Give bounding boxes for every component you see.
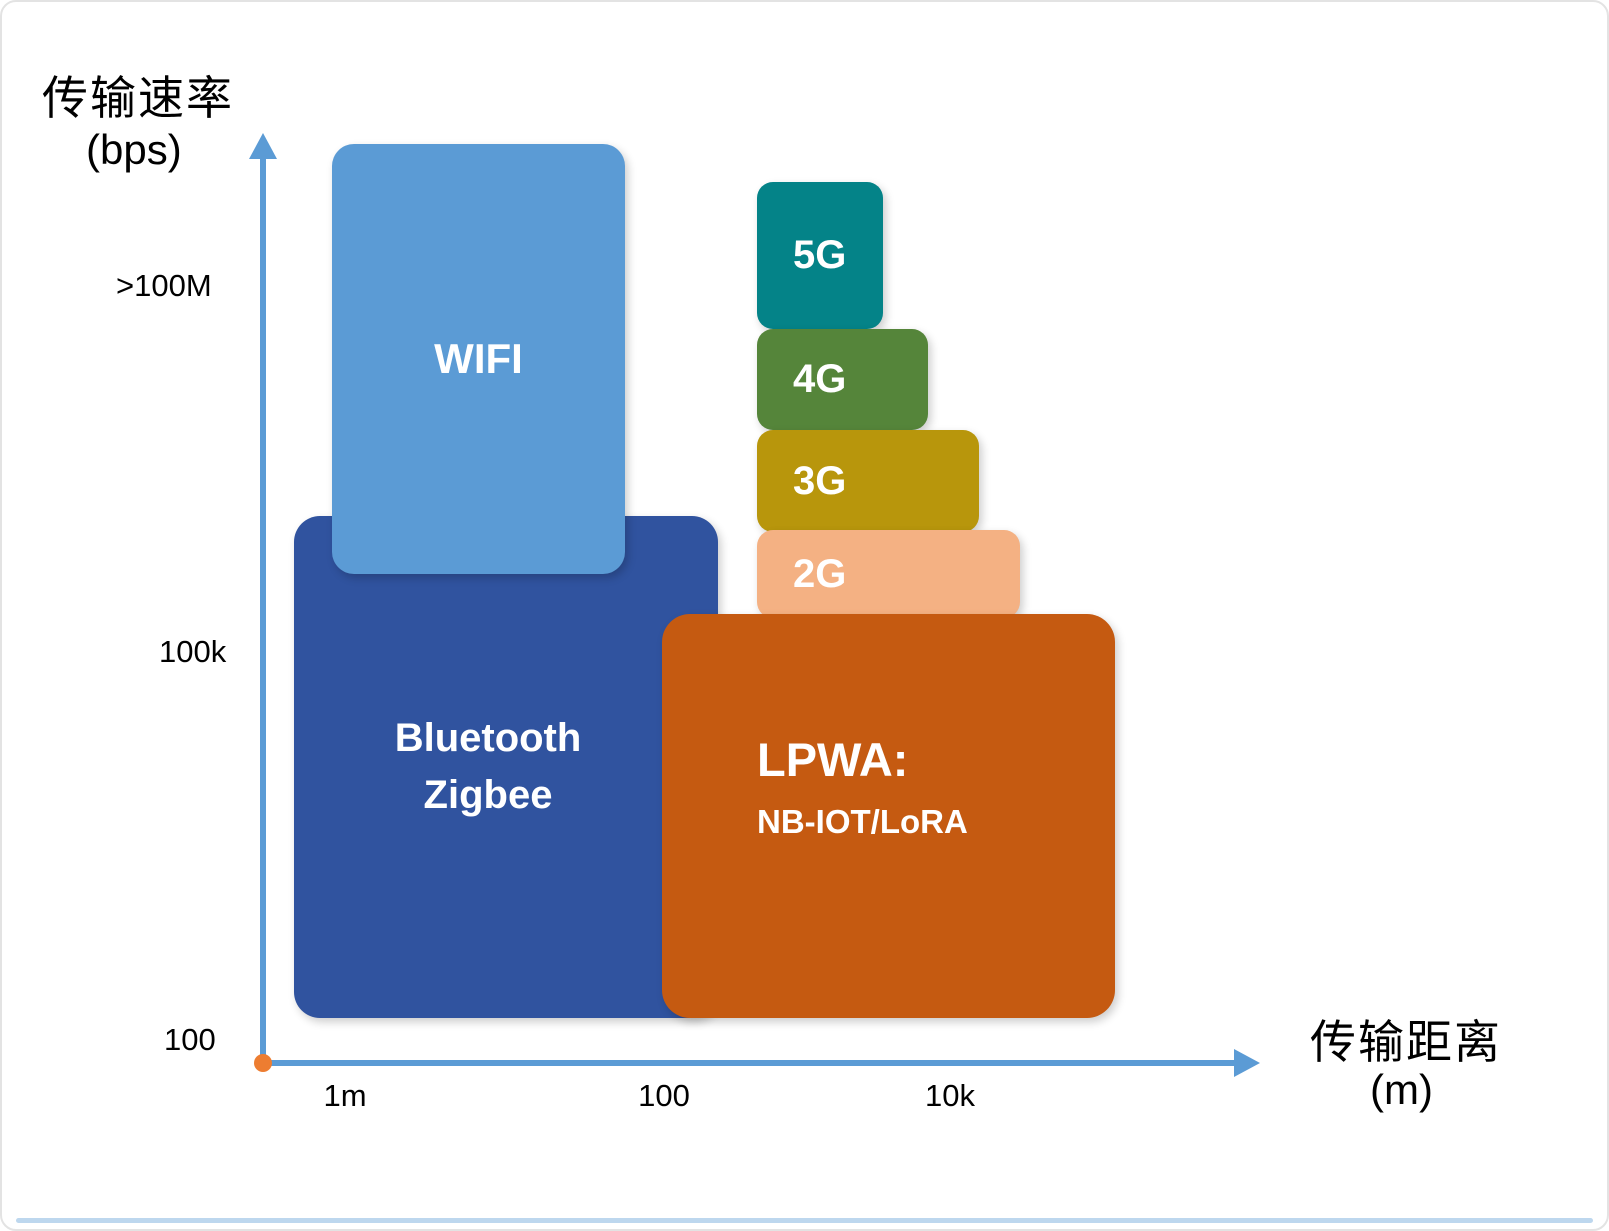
4g-label: 4G <box>793 357 847 401</box>
2g-label: 2G <box>793 551 847 596</box>
4g-block: 4G <box>757 329 928 430</box>
lpwa-block: LPWA: NB-IOT/LoRA <box>662 614 1115 1018</box>
5g-label: 5G <box>793 233 847 277</box>
3g-label: 3G <box>793 458 847 503</box>
y-axis-line <box>260 154 266 1064</box>
x-tick-100: 100 <box>638 1078 690 1113</box>
bluetooth-label-line2: Zigbee <box>423 773 553 817</box>
wifi-block: WIFI <box>332 144 625 574</box>
slide-bottom-edge <box>16 1218 1593 1223</box>
x-axis-title: 传输距离 <box>1310 1016 1502 1068</box>
y-tick-gt100M: >100M <box>116 268 212 303</box>
5g-block: 5G <box>757 182 883 329</box>
x-tick-10k: 10k <box>925 1078 975 1113</box>
y-axis-arrow-icon <box>249 133 277 159</box>
2g-block: 2G <box>757 530 1020 618</box>
y-axis-unit: (bps) <box>86 126 182 173</box>
y-tick-100k: 100k <box>159 634 227 669</box>
x-axis-unit: (m) <box>1370 1066 1433 1113</box>
lpwa-label-line2: NB-IOT/LoRA <box>757 803 968 840</box>
x-tick-1m: 1m <box>323 1078 367 1113</box>
x-axis-arrow-icon <box>1234 1049 1260 1077</box>
origin-dot <box>254 1054 272 1072</box>
bluetooth-label-line1: Bluetooth <box>394 716 582 761</box>
x-axis-line <box>262 1060 1242 1066</box>
wifi-label: WIFI <box>434 335 523 382</box>
y-axis-title: 传输速率 <box>42 72 234 124</box>
3g-block: 3G <box>757 430 979 532</box>
bluetooth-zigbee-block: Bluetooth Zigbee <box>294 516 718 1018</box>
bluetooth-zigbee-label: Bluetooth Zigbee <box>395 710 582 824</box>
lpwa-label-line1: LPWA: <box>757 733 909 786</box>
y-tick-100: 100 <box>164 1022 216 1057</box>
